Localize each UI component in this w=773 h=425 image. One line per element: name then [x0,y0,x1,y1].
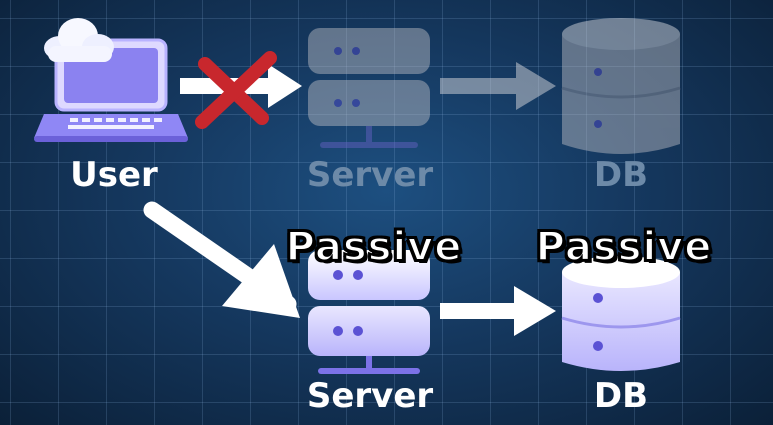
server-bottom-icon [308,250,430,374]
db-bottom-icon [561,256,681,371]
server-top-icon [308,28,430,148]
user-label: User [70,155,158,195]
server-bottom-label: Server [306,376,434,416]
db-bottom-label: DB [593,376,649,416]
laptop-icon [34,38,188,142]
db-top-label: DB [593,155,649,195]
passive-db-label: Passive [535,223,713,271]
db-top-icon [561,18,681,154]
arrow-server-to-db-bottom [440,286,556,336]
cloud-icon [44,18,114,62]
red-x-icon [195,51,277,129]
server-top-label: Server [306,155,434,195]
arrow-user-to-passive-server [143,201,300,318]
arrow-server-to-db-top [440,62,556,110]
passive-server-label: Passive [285,223,463,271]
